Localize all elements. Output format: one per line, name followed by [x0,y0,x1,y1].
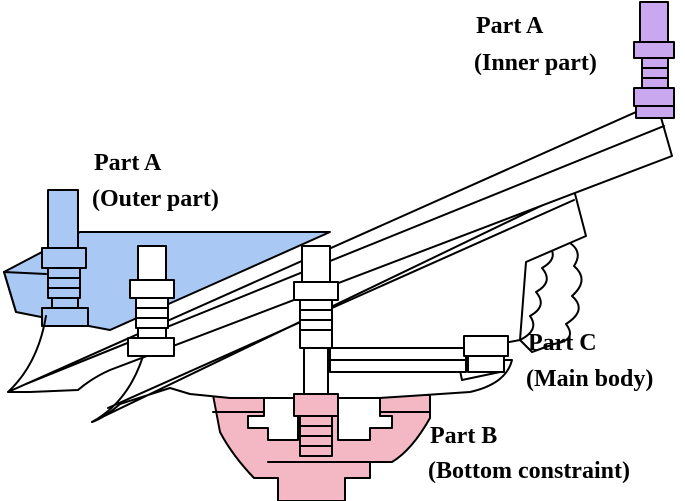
label-part-a-inner-title: Part A [476,13,544,39]
label-part-b-title: Part B [430,423,497,449]
part-c-main-body [91,189,587,423]
white-bolt-center [293,245,339,457]
part-a-inner-part [633,1,675,119]
label-part-a-outer-subtitle: (Outer part) [92,186,219,212]
label-part-b-subtitle: (Bottom constraint) [428,458,630,484]
label-part-a-inner-subtitle: (Inner part) [474,50,597,76]
label-part-c-title: Part C [528,330,597,356]
lower-beam [91,189,587,423]
part-a-outer-bolt [41,189,89,327]
right-bearing-block [463,335,509,373]
cloud-bracket [519,237,583,353]
label-part-c-subtitle: (Main body) [526,366,653,392]
label-part-a-outer-title: Part A [94,150,162,176]
white-bolt-left [127,245,175,357]
